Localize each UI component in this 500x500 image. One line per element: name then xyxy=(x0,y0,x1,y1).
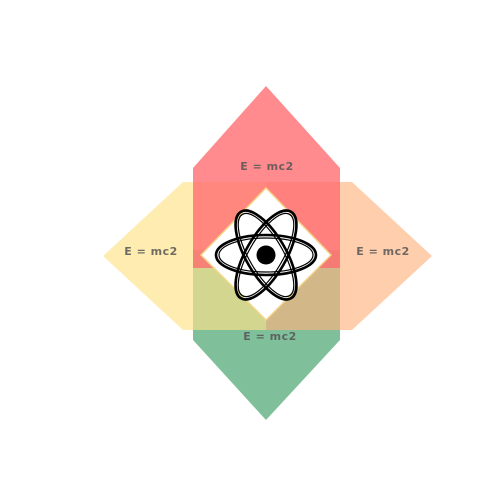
nucleus xyxy=(256,245,276,265)
petal-top-label: E = mc2 xyxy=(240,160,294,173)
petal-top xyxy=(193,86,340,268)
petal-left-label: E = mc2 xyxy=(124,245,178,258)
petal-right-label: E = mc2 xyxy=(356,245,410,258)
petal-bottom-label: E = mc2 xyxy=(243,330,297,343)
atom-icon xyxy=(214,209,318,301)
